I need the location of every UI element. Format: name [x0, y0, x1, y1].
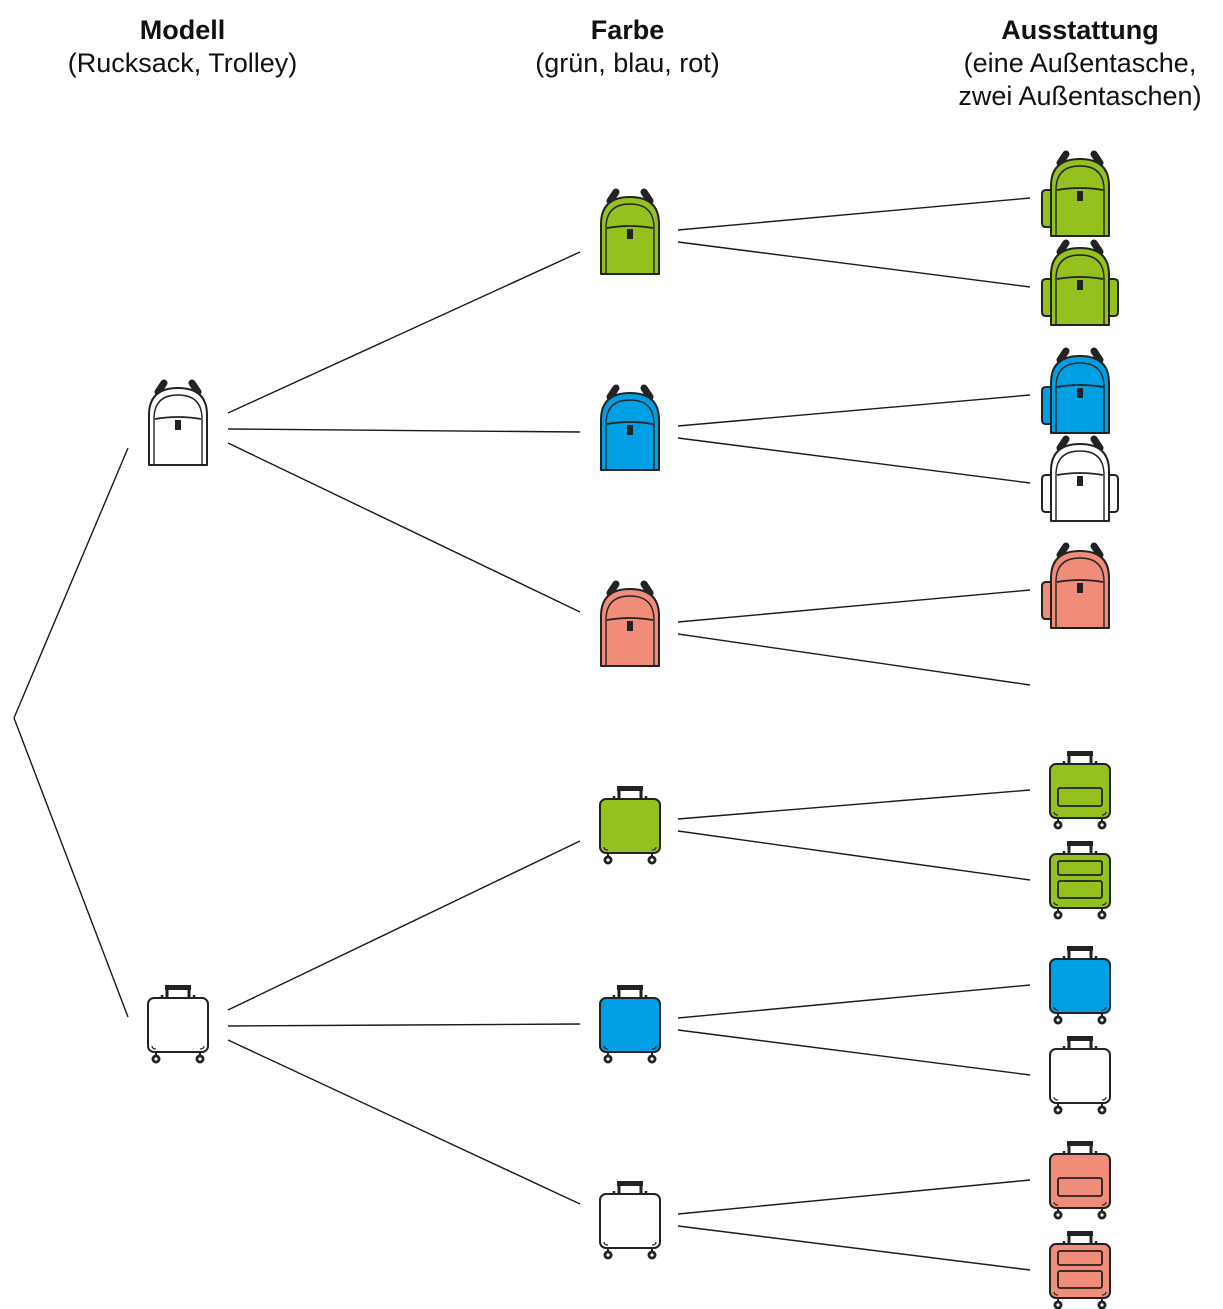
trolley-leaf-2-1-icon — [1049, 1231, 1111, 1309]
rucksack-leaf-0-0-icon — [1041, 150, 1110, 237]
trolley-leaf-0-1-icon — [1049, 841, 1111, 920]
header-modell: Modell (Rucksack, Trolley) — [50, 14, 315, 80]
branch-trolley-1-leaf-0 — [677, 984, 1031, 1019]
header-farbe-subtitle: (grün, blau, rot) — [535, 48, 720, 78]
trolley-leer-color-icon — [599, 1181, 661, 1260]
branch-trolley-2-leaf-0 — [677, 1179, 1031, 1215]
rucksack-gruen-color-icon — [600, 188, 660, 275]
branch-rucksack-1-leaf-1 — [677, 437, 1031, 484]
branch-rucksack-1 — [227, 428, 581, 433]
branch-trolley-1 — [227, 1023, 581, 1027]
header-ausstattung-title: Ausstattung — [1001, 15, 1159, 45]
header-ausstattung-subtitle-2: zwei Außentaschen) — [958, 81, 1202, 111]
rucksack-leaf-2-0-icon — [1041, 542, 1110, 629]
header-modell-title: Modell — [139, 15, 226, 45]
branch-trolley-0-leaf-0 — [677, 789, 1031, 820]
trolley-leaf-2-0-icon — [1049, 1141, 1111, 1220]
branch-trolley-2 — [227, 1039, 581, 1205]
header-modell-subtitle: (Rucksack, Trolley) — [67, 48, 298, 78]
branch-trolley-0-leaf-1 — [677, 830, 1031, 881]
trolley-leaf-0-0-icon — [1049, 751, 1111, 830]
branch-rucksack-2-leaf-0 — [677, 589, 1031, 623]
branch-trolley-0 — [227, 840, 581, 1011]
backpack-model-icon — [148, 379, 208, 466]
trolley-leaf-1-1-icon — [1049, 1036, 1111, 1115]
branch-rucksack-0 — [227, 251, 581, 414]
header-ausstattung-subtitle-1: (eine Außentasche, — [963, 48, 1197, 78]
branch-rucksack-0-leaf-1 — [677, 241, 1031, 288]
header-farbe-title: Farbe — [590, 15, 665, 45]
rucksack-blau-color-icon — [600, 384, 660, 471]
trolley-gruen-color-icon — [599, 786, 661, 865]
branch-root-trolley — [13, 717, 129, 1018]
branch-rucksack-2 — [227, 442, 581, 613]
branch-trolley-2-leaf-1 — [677, 1225, 1031, 1271]
branch-rucksack-2-leaf-1 — [677, 633, 1031, 686]
rucksack-rot-color-icon — [600, 580, 660, 667]
rucksack-leaf-1-0-icon — [1041, 347, 1110, 434]
rucksack-leaf-0-1-icon — [1041, 239, 1119, 326]
branch-rucksack-1-leaf-0 — [677, 394, 1031, 427]
header-ausstattung: Ausstattung (eine Außentasche, zwei Auße… — [935, 14, 1223, 113]
rucksack-leaf-1-1-icon — [1041, 435, 1119, 522]
branch-trolley-1-leaf-1 — [677, 1029, 1031, 1076]
trolley-leaf-1-0-icon — [1049, 946, 1111, 1025]
branch-root-rucksack — [13, 447, 129, 719]
trolley-blau-color-icon — [599, 985, 661, 1064]
header-farbe: Farbe (grün, blau, rot) — [495, 14, 760, 80]
branch-rucksack-0-leaf-0 — [677, 197, 1031, 231]
trolley-model-icon — [147, 985, 209, 1064]
